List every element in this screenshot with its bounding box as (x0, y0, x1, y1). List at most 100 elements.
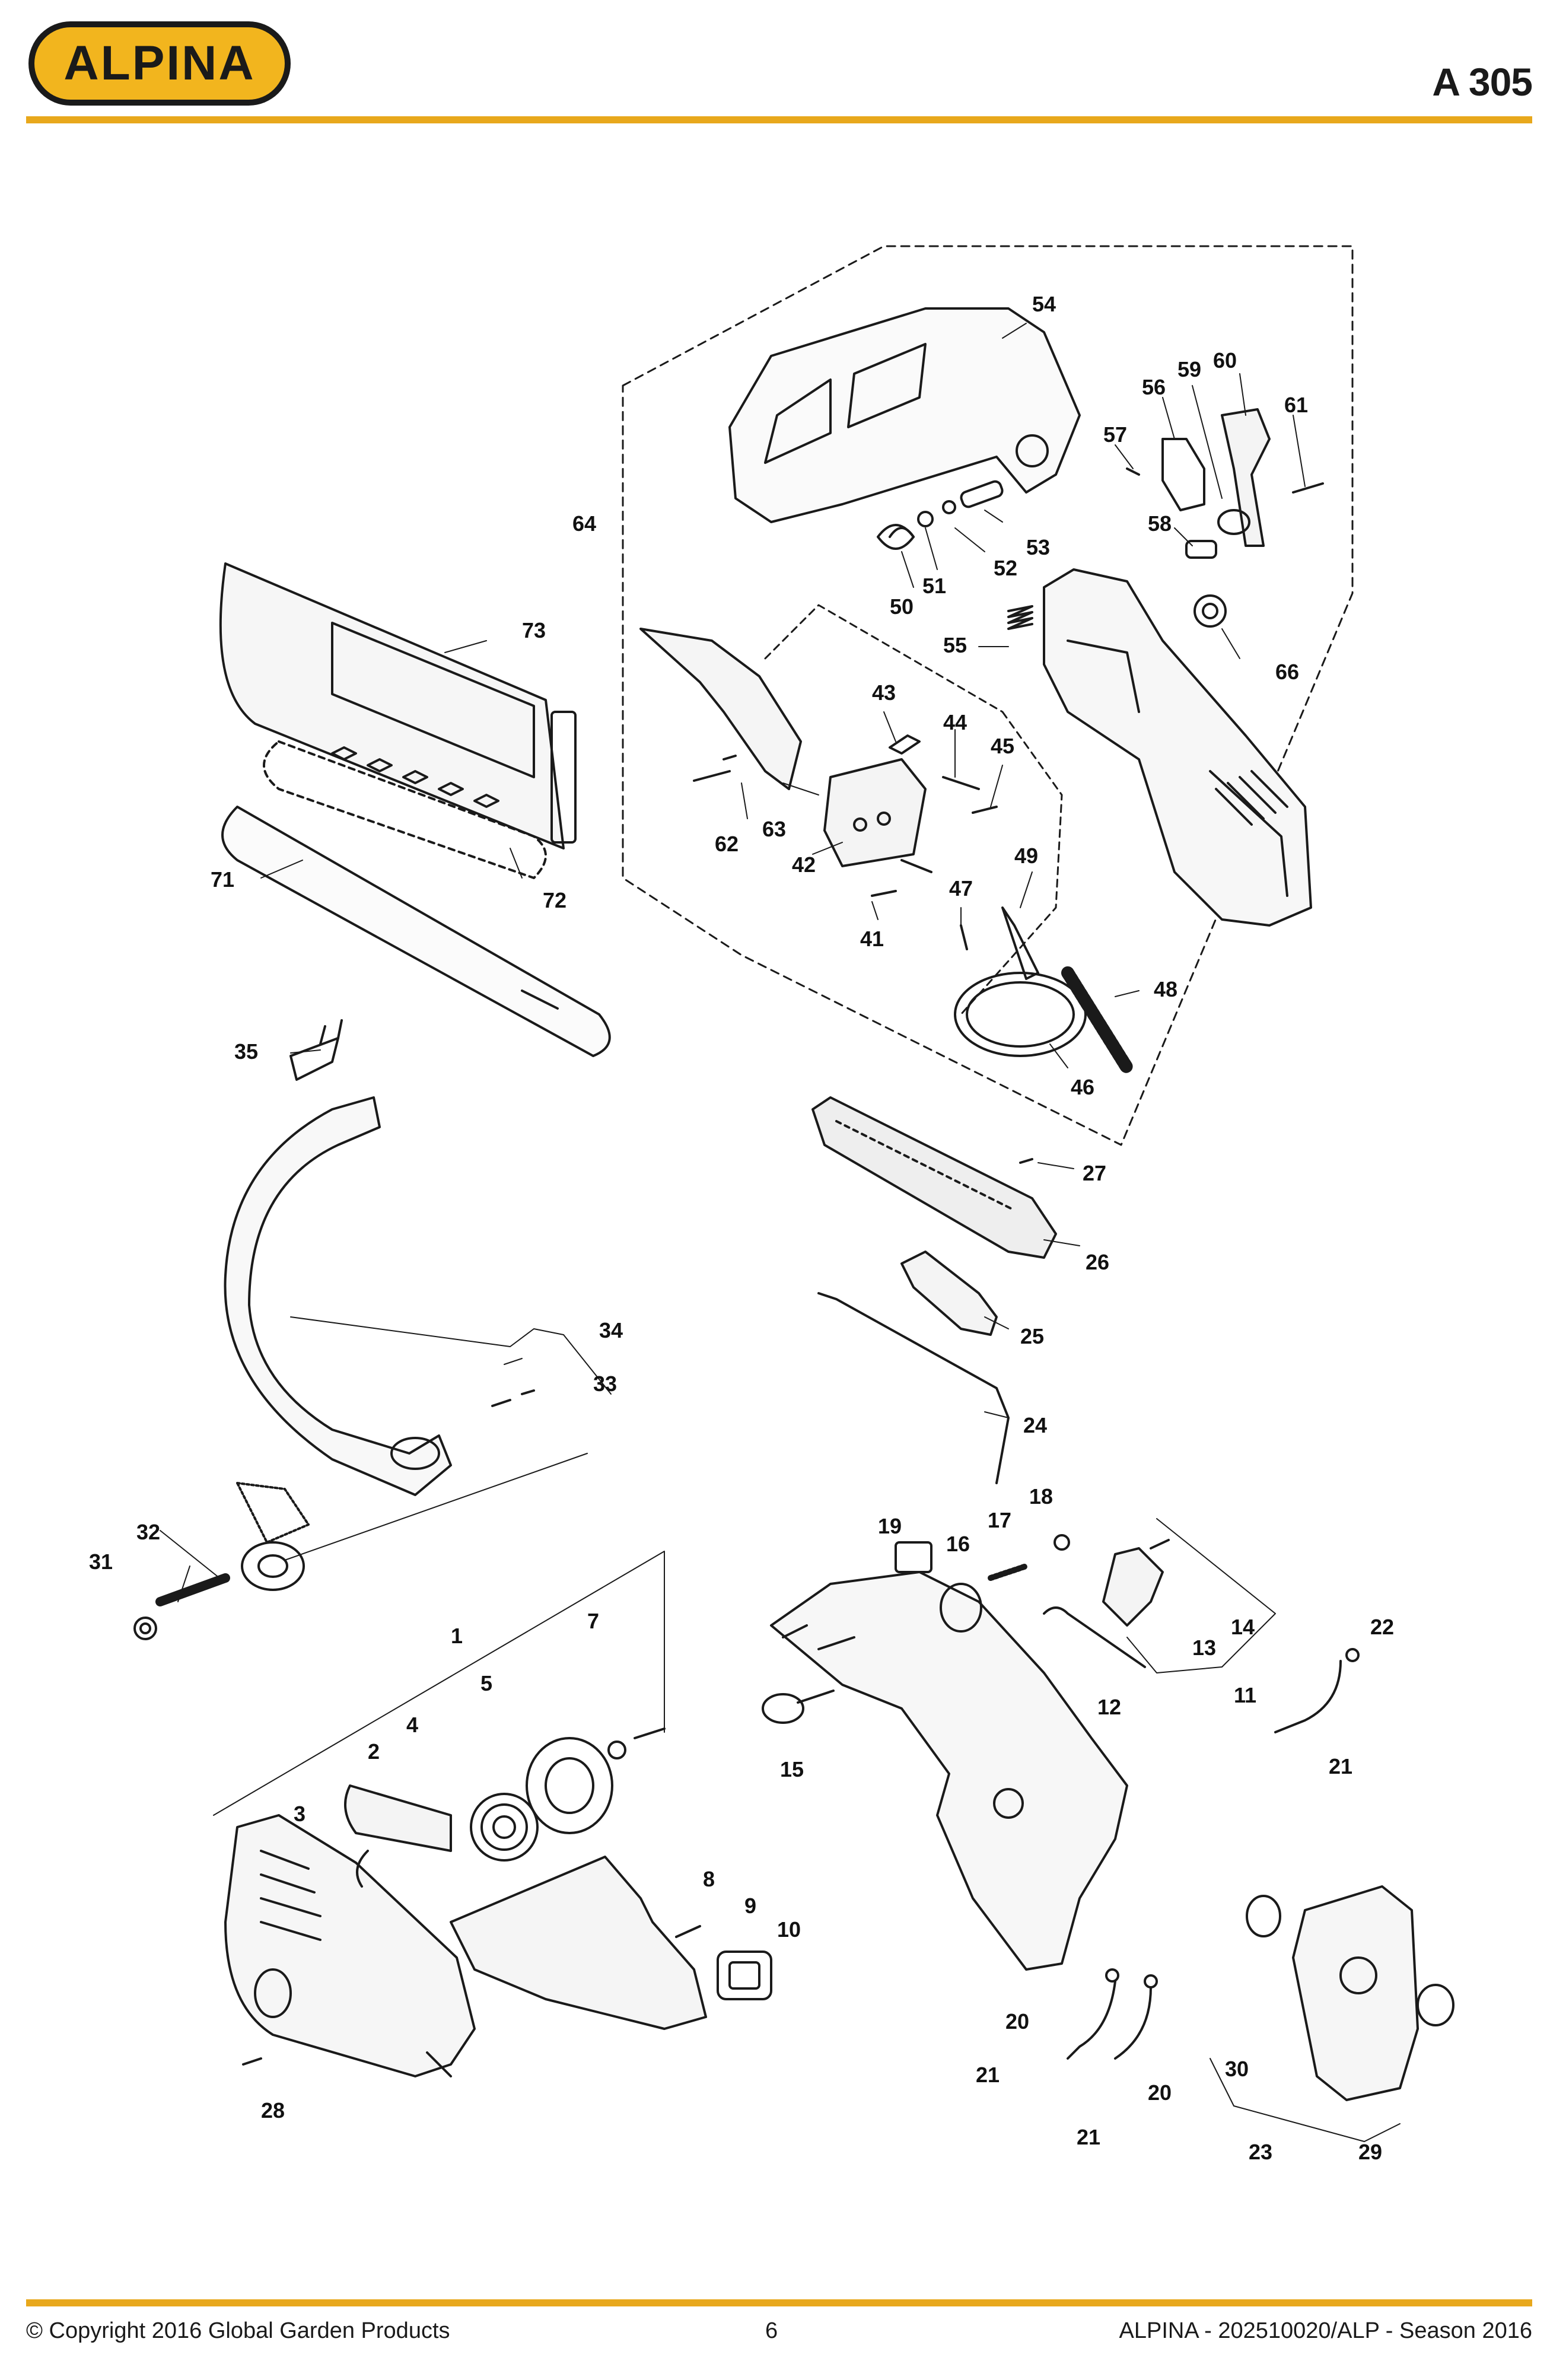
knob-29 (1417, 1984, 1454, 2026)
saw-chain-72 (263, 740, 547, 879)
callout-2: 2 (368, 1739, 380, 1764)
group-64-inner-boundary (764, 604, 1063, 1016)
washer-18 (1054, 1534, 1070, 1551)
document-reference: ALPINA - 202510020/ALP - Season 2016 (1119, 2318, 1533, 2343)
callout-53: 53 (1026, 535, 1050, 559)
callout-29: 29 (1358, 2140, 1382, 2164)
alpina-logo-graphic: ALPINA (28, 21, 291, 106)
callout-56: 56 (1142, 375, 1166, 399)
crankcase-housing (770, 1571, 1128, 1971)
page-number: 6 (765, 2318, 778, 2343)
callout-33: 33 (593, 1372, 617, 1396)
model-title: A 305 (1432, 60, 1533, 104)
chain-links-72 (331, 746, 499, 808)
callout-42: 42 (792, 852, 816, 877)
callout-21: 21 (1329, 1754, 1352, 1778)
callout-4: 4 (406, 1713, 418, 1737)
group-1-boundary (213, 1551, 665, 1816)
callout-63: 63 (762, 817, 786, 841)
callout-57: 57 (1103, 422, 1127, 447)
callout-52: 52 (994, 556, 1017, 580)
air-filter-cover-23 (1292, 1885, 1419, 2101)
callout-50: 50 (890, 594, 914, 619)
choke-lever-13 (1102, 1547, 1164, 1627)
callout-leaders (160, 323, 1306, 1602)
callout-10: 10 (777, 1917, 801, 1942)
bar-cover-73 (219, 562, 577, 849)
callout-20b: 20 (1148, 2080, 1172, 2105)
callout-numbers: 54 56 59 60 61 57 58 64 53 52 51 50 55 6… (89, 292, 1394, 2164)
callout-16: 16 (946, 1532, 970, 1556)
callout-9: 9 (744, 1894, 756, 1918)
stud-15 (762, 1689, 835, 1724)
footer-divider (26, 2299, 1532, 2306)
callout-21b: 21 (976, 2063, 1000, 2087)
throttle-lever-parts (1126, 408, 1324, 559)
front-handle-34 (224, 1019, 452, 1496)
header-divider (26, 116, 1532, 123)
callout-20: 20 (1005, 2009, 1029, 2034)
front-handle-leader (284, 1316, 612, 1561)
starter-pulley-5 (526, 1727, 666, 1834)
callout-60: 60 (1213, 348, 1237, 373)
callout-48: 48 (1154, 977, 1177, 1001)
callout-61: 61 (1284, 393, 1308, 417)
boot-16 (940, 1583, 982, 1633)
callout-73: 73 (522, 618, 546, 642)
grip-26 (811, 1096, 1057, 1259)
starter-handle-3 (344, 1784, 452, 1888)
callout-5: 5 (480, 1671, 492, 1695)
callout-22: 22 (1370, 1615, 1394, 1639)
brake-band-parts (954, 906, 1134, 1074)
handle-grip-mount (133, 1389, 535, 1640)
callout-49: 49 (1014, 844, 1038, 868)
callout-23: 23 (1249, 2140, 1272, 2164)
chain-guard-8 (450, 1856, 707, 2030)
spring-pin-parts (877, 480, 1004, 550)
fuel-lines (1067, 1648, 1360, 2060)
callout-43: 43 (872, 680, 896, 705)
spring-17 (988, 1563, 1029, 1581)
callout-13: 13 (1192, 1636, 1216, 1660)
callout-14: 14 (1231, 1615, 1255, 1639)
copyright: © Copyright 2016 Global Garden Products (26, 2318, 450, 2343)
callout-34: 34 (599, 1318, 623, 1342)
callout-12: 12 (1097, 1695, 1121, 1719)
top-handle-part (728, 307, 1081, 523)
guide-bar-71 (221, 806, 611, 1057)
callout-28: 28 (261, 2098, 285, 2123)
spring-12 (1043, 1606, 1146, 1668)
starter-cover (224, 1814, 476, 2077)
callout-46: 46 (1071, 1075, 1094, 1099)
callout-64: 64 (572, 511, 596, 536)
callout-54: 54 (1032, 292, 1056, 316)
callout-18: 18 (1029, 1484, 1053, 1509)
callout-26: 26 (1086, 1250, 1109, 1274)
callout-15: 15 (780, 1757, 804, 1781)
screw-28 (242, 2057, 262, 2066)
grommet-30 (1246, 1895, 1281, 1937)
callout-35: 35 (234, 1039, 258, 1064)
logo-text: ALPINA (63, 36, 255, 90)
callout-51: 51 (922, 574, 946, 598)
throttle-rod-24 (817, 1292, 1010, 1484)
pin-14 (1150, 1539, 1170, 1549)
callout-21c: 21 (1077, 2125, 1100, 2149)
callout-7: 7 (587, 1609, 599, 1633)
bracket-63 (639, 628, 802, 790)
nut-66 (1193, 594, 1227, 628)
group-11-boundary (1126, 1518, 1276, 1673)
switch-plate-42 (823, 734, 998, 897)
bumper-10 (717, 1951, 772, 2000)
callout-27: 27 (1083, 1161, 1106, 1185)
callout-55: 55 (943, 633, 967, 657)
callout-58: 58 (1148, 511, 1172, 536)
callout-1: 1 (451, 1624, 463, 1648)
callout-47: 47 (949, 876, 973, 901)
callout-17: 17 (988, 1508, 1011, 1532)
callout-45: 45 (991, 734, 1014, 758)
rear-handle-housing (1043, 568, 1312, 927)
callout-30: 30 (1225, 2057, 1249, 2081)
callout-31: 31 (89, 1549, 113, 1574)
